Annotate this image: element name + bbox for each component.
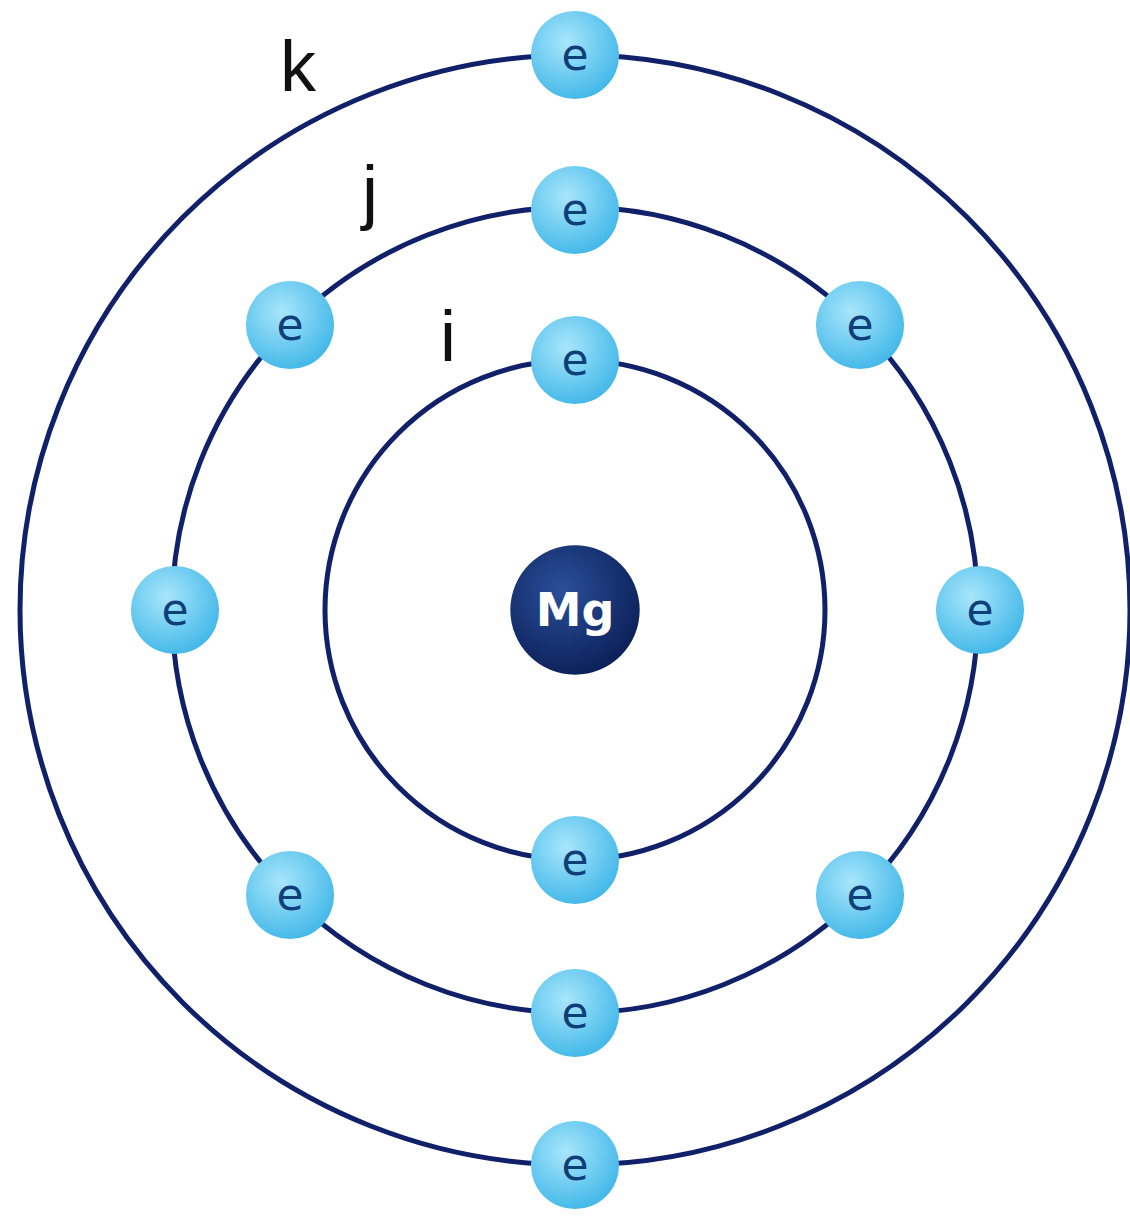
- electron-label: e: [561, 188, 588, 232]
- electron-label: e: [561, 338, 588, 382]
- shell-label: i: [440, 300, 456, 372]
- shell-label: j: [362, 155, 378, 227]
- electron-label: e: [161, 588, 188, 632]
- orbit-ring: [325, 360, 825, 860]
- electron-label: e: [276, 873, 303, 917]
- electron-circle: e: [530, 165, 620, 255]
- electron-circle: e: [245, 850, 335, 940]
- shell-label: k: [280, 30, 316, 102]
- electron-label: e: [276, 303, 303, 347]
- electron-label: e: [561, 1143, 588, 1187]
- electron-circle: e: [530, 1120, 620, 1210]
- electron-label: e: [846, 873, 873, 917]
- orbit-ring: [20, 55, 1130, 1165]
- electron-circle: e: [245, 280, 335, 370]
- electron-circle: e: [815, 850, 905, 940]
- electron-label: e: [966, 588, 993, 632]
- electron-circle: e: [530, 968, 620, 1058]
- electron-label: e: [561, 33, 588, 77]
- electron-circle: e: [530, 815, 620, 905]
- electron-label: e: [846, 303, 873, 347]
- electron-circle: e: [935, 565, 1025, 655]
- electron-circle: e: [530, 10, 620, 100]
- orbit-ring: [172, 207, 978, 1013]
- electron-circle: e: [530, 315, 620, 405]
- electron-circle: e: [130, 565, 220, 655]
- element-symbol: Mg: [536, 587, 615, 633]
- electron-label: e: [561, 991, 588, 1035]
- electron-label: e: [561, 838, 588, 882]
- nucleus-circle: Mg: [509, 544, 641, 676]
- electron-circle: e: [815, 280, 905, 370]
